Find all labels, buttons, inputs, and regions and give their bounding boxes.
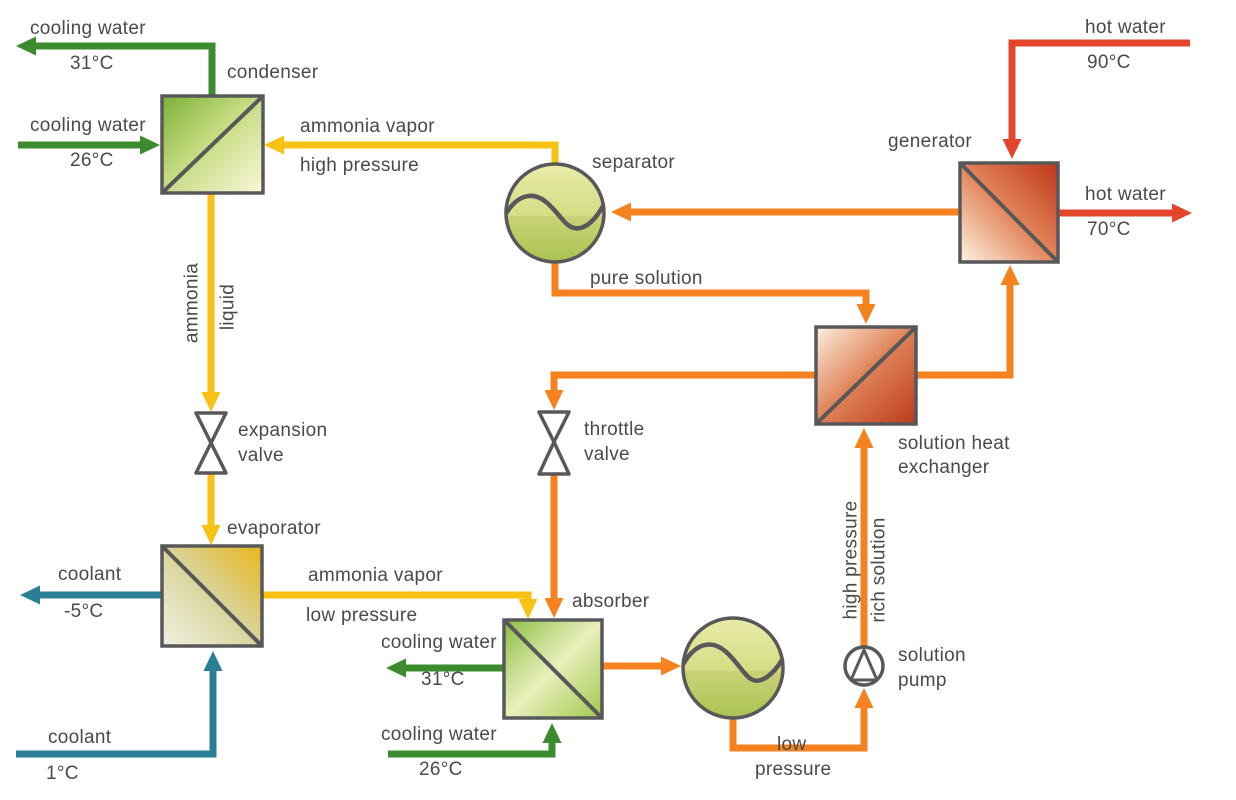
label-hot-water-in-temp: 90°C bbox=[1087, 52, 1131, 73]
arrow-hot-in-generator bbox=[1002, 139, 1022, 159]
label-ammonia-vapor-lp-1: ammonia vapor bbox=[308, 565, 443, 586]
label-low-pressure-2: pressure bbox=[755, 759, 832, 780]
condenser-unit bbox=[160, 94, 265, 195]
pipes-solution-orange bbox=[544, 202, 1020, 752]
throttle-valve-symbol bbox=[537, 410, 571, 476]
arrow-throttle-to-absorber bbox=[544, 598, 564, 618]
label-rich-solution-2: rich solution bbox=[868, 517, 890, 623]
label-cw-condenser-out-temp: 31°C bbox=[70, 53, 114, 74]
label-ammonia: ammonia bbox=[181, 262, 203, 344]
evaporator-unit bbox=[160, 544, 264, 648]
label-ammonia-vapor-hp-1: ammonia vapor bbox=[300, 116, 435, 137]
label-coolant-out-temp: -5°C bbox=[64, 601, 104, 622]
label-cw-absorber-out: cooling water bbox=[381, 632, 497, 653]
arrow-hot-out-generator bbox=[1172, 203, 1192, 223]
expansion-valve-symbol bbox=[194, 411, 228, 475]
label-expansion-valve-2: valve bbox=[238, 445, 284, 466]
pipes-coolant-teal bbox=[16, 585, 223, 758]
arrow-to-throttle-valve bbox=[544, 390, 564, 410]
label-cw-condenser-out: cooling water bbox=[30, 18, 146, 39]
label-pure-solution: pure solution bbox=[590, 268, 703, 289]
label-solution-pump-1: solution bbox=[898, 645, 966, 666]
label-generator: generator bbox=[888, 131, 973, 152]
pipes-ammonia-yellow bbox=[201, 135, 559, 619]
label-evaporator: evaporator bbox=[227, 518, 321, 539]
arrow-vapor-to-condenser bbox=[264, 135, 284, 155]
label-throttle-valve-1: throttle bbox=[584, 419, 645, 440]
liquid-vessel bbox=[681, 616, 785, 720]
arrow-to-evaporator bbox=[201, 525, 221, 545]
arrow-coolant-out bbox=[20, 585, 40, 605]
label-cw-absorber-in-temp: 26°C bbox=[419, 759, 463, 780]
label-coolant-in-temp: 1°C bbox=[46, 763, 79, 784]
arrow-coolant-in bbox=[203, 651, 223, 671]
arrow-generator-to-separator bbox=[611, 202, 631, 222]
label-cw-condenser-in: cooling water bbox=[30, 115, 146, 136]
label-condenser: condenser bbox=[227, 62, 319, 83]
solution-pump-symbol bbox=[843, 645, 885, 687]
label-shx-2: exchanger bbox=[898, 457, 990, 478]
label-ammonia-vapor-lp-2: low pressure bbox=[306, 605, 418, 626]
arrow-cw-in-absorber bbox=[542, 723, 562, 743]
label-low-pressure-1: low bbox=[777, 734, 807, 755]
arrow-pure-solution-to-shx bbox=[856, 304, 876, 324]
arrow-cw-in-condenser bbox=[140, 135, 160, 155]
label-cw-condenser-in-temp: 26°C bbox=[70, 150, 114, 171]
label-ammonia-vapor-hp-2: high pressure bbox=[300, 155, 420, 176]
arrow-cw-out-condenser bbox=[16, 36, 36, 56]
label-separator: separator bbox=[592, 152, 675, 173]
arrow-absorber-to-vessel bbox=[661, 656, 681, 676]
label-cw-absorber-out-temp: 31°C bbox=[421, 669, 465, 690]
label-liquid: liquid bbox=[217, 283, 239, 331]
arrow-to-pump bbox=[854, 688, 874, 708]
pipes-cooling-water-green bbox=[16, 36, 562, 758]
label-shx-1: solution heat bbox=[898, 433, 1010, 454]
pipes-hot-water-red bbox=[1002, 39, 1192, 223]
arrow-pump-to-shx bbox=[854, 428, 874, 448]
solution-heat-exchanger-unit bbox=[814, 325, 918, 426]
label-throttle-valve-2: valve bbox=[584, 444, 630, 465]
absorber-unit bbox=[502, 618, 604, 720]
label-solution-pump-2: pump bbox=[898, 670, 947, 691]
label-absorber: absorber bbox=[572, 591, 650, 612]
separator-vessel bbox=[504, 162, 606, 264]
generator-unit bbox=[958, 161, 1060, 264]
arrow-shx-to-generator bbox=[1000, 265, 1020, 285]
label-coolant-out: coolant bbox=[58, 564, 122, 585]
arrow-cw-out-absorber bbox=[386, 658, 406, 678]
label-expansion-valve-1: expansion bbox=[238, 420, 328, 441]
label-hot-water-in: hot water bbox=[1085, 17, 1166, 38]
label-hot-water-out-temp: 70°C bbox=[1087, 219, 1131, 240]
label-cw-absorber-in: cooling water bbox=[381, 724, 497, 745]
label-coolant-in: coolant bbox=[48, 727, 112, 748]
label-rich-solution-1: high pressure bbox=[840, 500, 862, 620]
label-hot-water-out: hot water bbox=[1085, 184, 1166, 205]
arrow-vapor-to-absorber bbox=[518, 599, 538, 619]
arrow-to-expansion-valve bbox=[201, 392, 221, 412]
